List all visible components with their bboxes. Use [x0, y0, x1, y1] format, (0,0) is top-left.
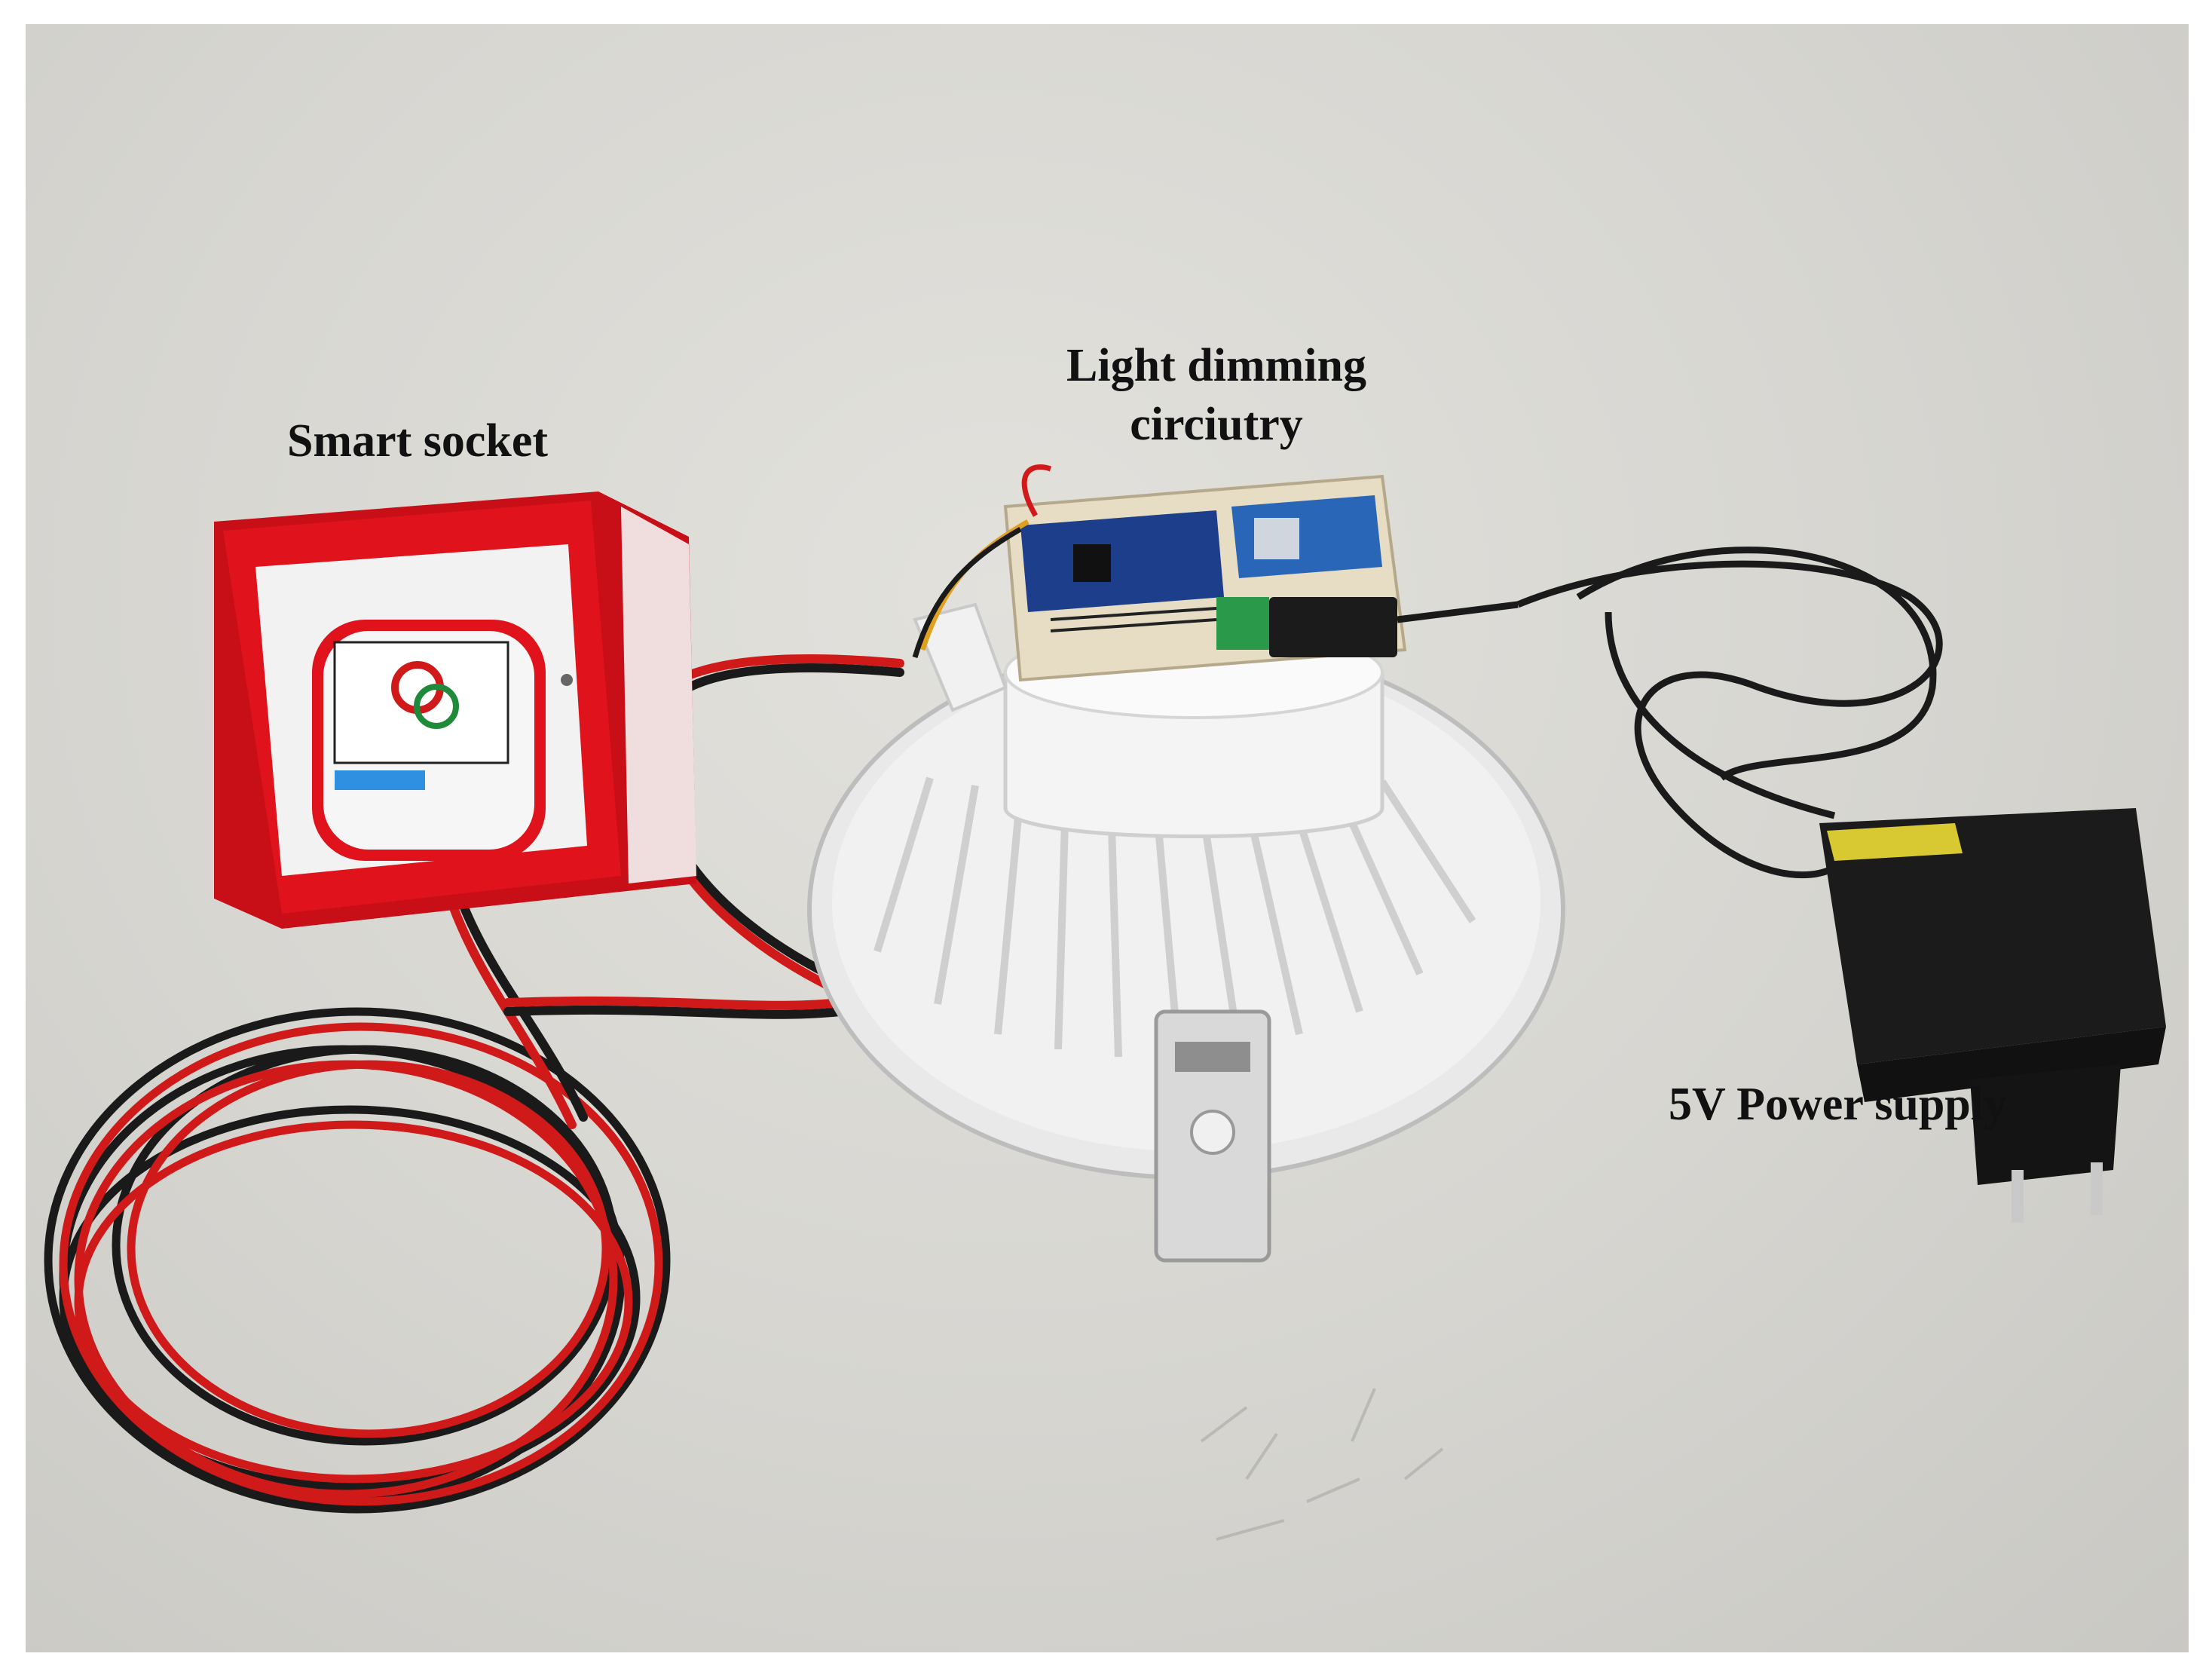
power-cable: [1397, 547, 1943, 879]
smart-socket-device: [214, 491, 696, 929]
light-dimming-label-line1: Light dimming: [1066, 340, 1366, 391]
dimming-circuit-board: [912, 464, 1407, 682]
downlight-lamp: [807, 602, 1565, 1263]
power-adapter: [1819, 808, 2166, 1223]
power-supply-label: 5V Power supply: [1669, 1079, 2008, 1130]
light-dimming-label-line2: circiutry: [1130, 398, 1303, 450]
smart-socket-label: Smart socket: [286, 415, 549, 467]
photo: Smart socket Light dimming circiutry 5V …: [26, 24, 2189, 1652]
photo-illustration: [44, 464, 2166, 1541]
floor-scuffs: [1200, 1388, 1444, 1541]
light-dimming-label: Light dimming circiutry: [968, 337, 1465, 454]
